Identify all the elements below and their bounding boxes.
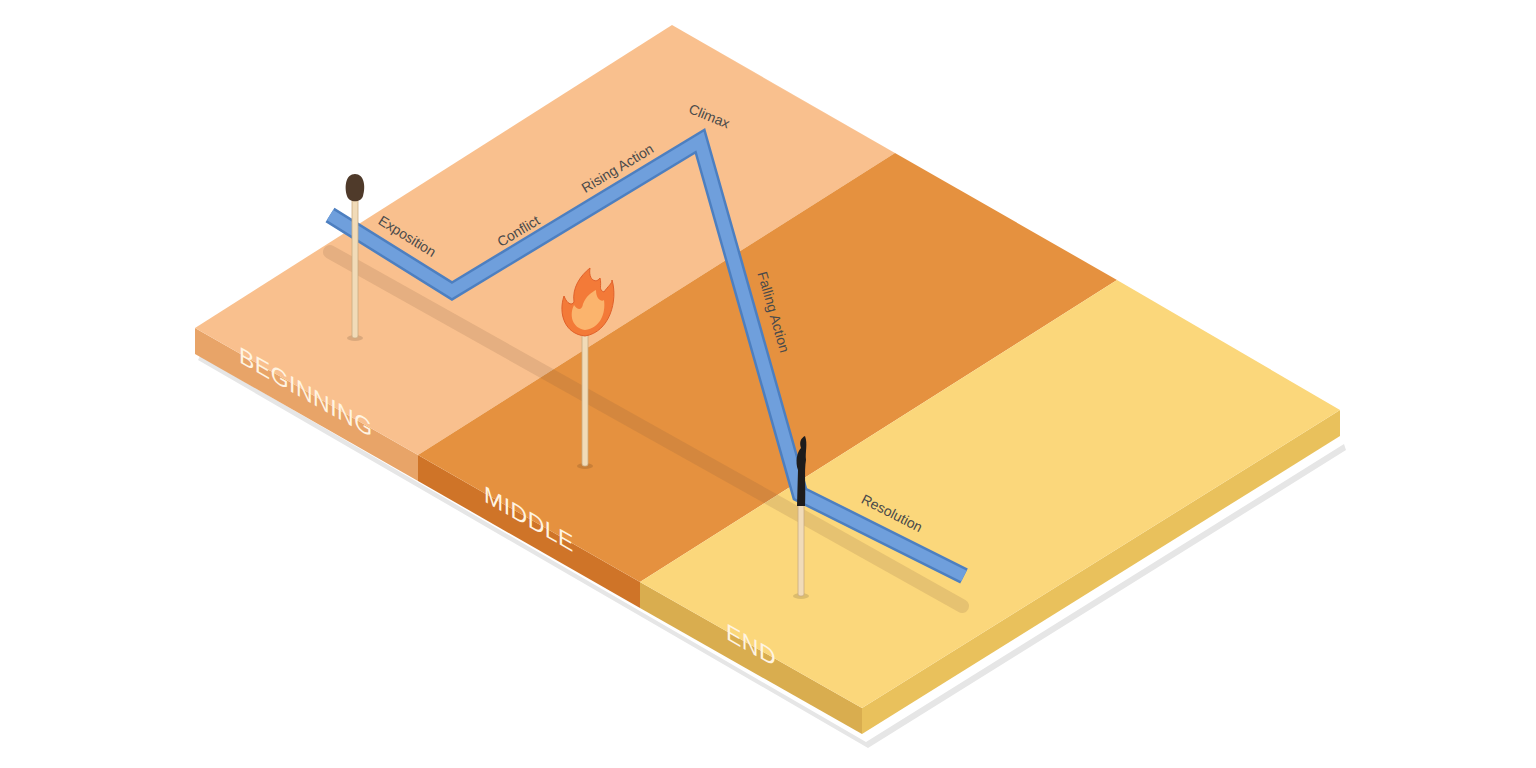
plot-shadow bbox=[330, 252, 962, 606]
top-highlight bbox=[672, 25, 1117, 280]
unlit-match-stick bbox=[352, 196, 358, 338]
plot-line bbox=[330, 141, 964, 576]
plot-stage-label: Resolution bbox=[859, 492, 924, 535]
plot-line-edge bbox=[330, 141, 964, 576]
section-label: BEGINNING bbox=[239, 342, 373, 441]
end-top bbox=[640, 280, 1340, 708]
plot-stage-label: Conflict bbox=[494, 213, 541, 249]
section-label: END bbox=[726, 619, 776, 671]
burning-match-stick bbox=[582, 318, 588, 466]
burnt-match-top bbox=[797, 436, 807, 506]
plot-stage-label: Falling Action bbox=[756, 270, 792, 354]
match-flame bbox=[562, 268, 614, 336]
plot-stage-label: Rising Action bbox=[579, 141, 656, 195]
plot-stage-label: Exposition bbox=[376, 213, 438, 259]
burnt-match-stick bbox=[798, 500, 804, 596]
plot-stage-label: Climax bbox=[687, 101, 732, 130]
unlit-match-head bbox=[346, 174, 365, 201]
match-flame-core bbox=[572, 290, 605, 330]
section-label: MIDDLE bbox=[484, 482, 574, 556]
